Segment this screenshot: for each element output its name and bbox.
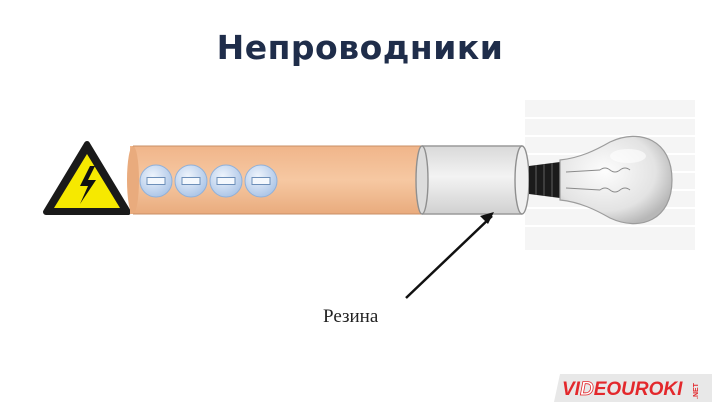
rubber-insert (416, 146, 529, 214)
minus-sign-icon (182, 178, 200, 185)
logo-text-c: EOUROKI (594, 379, 683, 400)
charge-ball (245, 165, 277, 197)
high-voltage-warning-icon (46, 144, 128, 212)
charge-ball (210, 165, 242, 197)
logo-text-a: VI (562, 379, 581, 400)
logo-suffix: .NET (693, 382, 700, 399)
charge-ball (140, 165, 172, 197)
logo-text-b: D (580, 379, 594, 400)
charge-ball (175, 165, 207, 197)
svg-text:VIDEOUROKI: VIDEOUROKI (562, 379, 683, 400)
callout-label-rubber: Резина (323, 306, 378, 328)
minus-sign-icon (147, 178, 165, 185)
videouroki-logo[interactable]: VIDEOUROKI .NET (554, 372, 712, 402)
minus-sign-icon (217, 178, 235, 185)
callout-arrow (406, 212, 494, 298)
minus-sign-icon (252, 178, 270, 185)
